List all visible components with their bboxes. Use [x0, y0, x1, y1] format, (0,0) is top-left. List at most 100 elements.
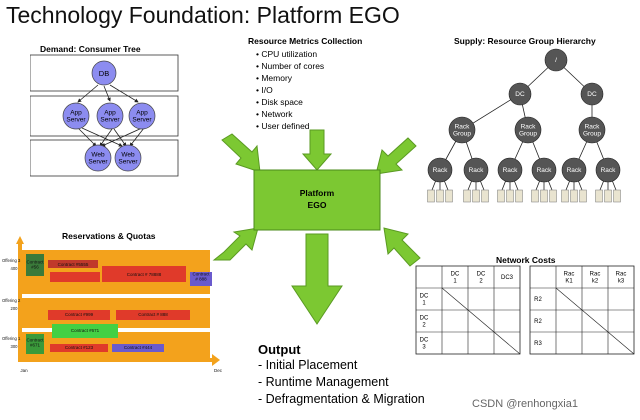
bottom-right-input-arrow: [383, 227, 421, 267]
contract-label: Contract# 888: [192, 272, 210, 282]
rack-node-label: Rack: [469, 167, 485, 174]
row-header: R2: [534, 297, 542, 303]
metrics-title: Resource Metrics Collection: [248, 36, 363, 46]
contract-label: Contract#671: [26, 338, 44, 348]
consumer-tree-title: Demand: Consumer Tree: [40, 44, 141, 54]
output-panel: Output Initial PlacementRuntime Manageme…: [258, 342, 425, 408]
output-item: Initial Placement: [258, 357, 425, 374]
server-icon: [561, 189, 569, 203]
dc-node: DC: [508, 82, 532, 106]
rack-node-label: Rack: [567, 167, 583, 174]
svg-text:EGO: EGO: [308, 200, 327, 210]
offering-label: Offering 2: [2, 298, 21, 303]
server-icon: [613, 189, 621, 203]
platform-diagram: Platform EGO: [212, 129, 421, 325]
top-left-input-arrow: [221, 133, 261, 173]
metric-item: Disk space: [256, 96, 362, 108]
level-label: 200: [11, 306, 19, 311]
rack-node-label: Rack: [537, 167, 553, 174]
contract-label: Contract #999: [65, 312, 94, 317]
dc-node: DC: [580, 82, 604, 106]
supply-title: Supply: Resource Group Hierarchy: [454, 36, 596, 46]
server-icon: [506, 189, 514, 203]
server-icon: [549, 189, 557, 203]
output-item: Runtime Management: [258, 374, 425, 391]
row-header: R2: [534, 319, 542, 325]
contract-label: Contract #671: [71, 328, 100, 333]
top-input-arrow: [301, 129, 333, 171]
output-arrow: [291, 233, 343, 325]
metric-item: Network: [256, 108, 362, 120]
server-icon: [540, 189, 548, 203]
watermark: CSDN @renhongxia1: [472, 398, 578, 410]
rack-node-label: Rack: [503, 167, 519, 174]
server-icon: [463, 189, 471, 203]
reservations-title: Reservations & Quotas: [62, 231, 156, 241]
output-item: Defragmentation & Migration: [258, 391, 425, 408]
month-label: Dec: [214, 368, 223, 373]
server-icon: [427, 189, 435, 203]
metric-item: I/O: [256, 84, 362, 96]
rack-node: Rack: [427, 157, 453, 183]
rack-node-label: Rack: [433, 167, 449, 174]
rack-node: Rack: [595, 157, 621, 183]
root-node-label: /: [555, 57, 557, 64]
server-icon: [579, 189, 587, 203]
column-header: DC3: [501, 275, 514, 281]
dc-node-label: DC: [587, 91, 597, 98]
server-icon: [595, 189, 603, 203]
contract-label: Contract #5555: [58, 262, 89, 267]
top-right-input-arrow: [375, 137, 417, 175]
month-label: Jan: [20, 368, 28, 373]
offering-label: Offering 3: [2, 258, 21, 263]
server-icon: [481, 189, 489, 203]
contract-label: Contract#56: [26, 260, 44, 270]
slide-title: Technology Foundation: Platform EGO: [6, 2, 400, 28]
network-costs-title: Network Costs: [496, 255, 556, 265]
server-icon: [472, 189, 480, 203]
rack-node: Rack: [531, 157, 557, 183]
platform-box: [253, 169, 381, 231]
svg-text:DB: DB: [99, 69, 109, 78]
metric-item: Memory: [256, 72, 362, 84]
contract-label: Contract #444: [124, 345, 153, 350]
contract-label: Contract #123: [65, 345, 94, 350]
db-node: DB: [91, 60, 117, 86]
rack-node: Rack: [561, 157, 587, 183]
output-title: Output: [258, 342, 301, 357]
level-label: 400: [11, 266, 19, 271]
server-icon: [531, 189, 539, 203]
server-icon: [515, 189, 523, 203]
offering-label: Offering 1: [2, 336, 21, 341]
row-header: R3: [534, 341, 542, 347]
contract-label: Contract # 78888: [127, 272, 162, 277]
server-icon: [445, 189, 453, 203]
root-node: /: [544, 48, 568, 72]
